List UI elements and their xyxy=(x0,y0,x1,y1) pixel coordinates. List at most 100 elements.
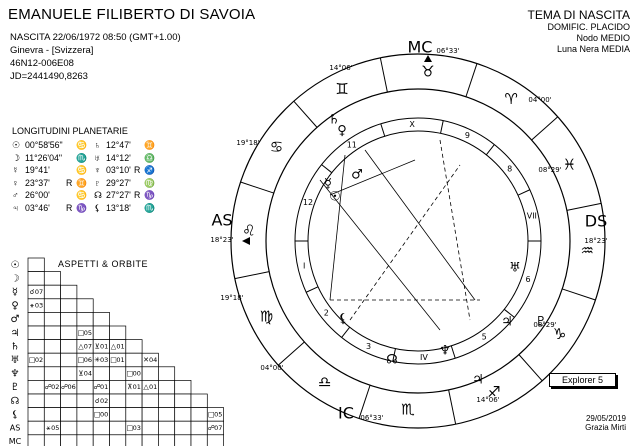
aspect-cell xyxy=(43,393,61,408)
software-badge: Explorer 5 xyxy=(548,373,616,387)
sign-boundary xyxy=(465,63,478,97)
aspect-cell xyxy=(76,434,94,446)
aspect-cell xyxy=(125,339,143,354)
aspect-row-label: ☊ xyxy=(11,396,20,407)
aspect-grid: ☉☽☿♀♂♃♄♅♆♇☊⚸ASMC☉☽☿♀♂♃♄♅♆♇☊⚸☌07⚹03□05△07… xyxy=(9,257,224,446)
chart-type: TEMA DI NASCITA xyxy=(527,8,630,22)
aspect-cell xyxy=(190,434,208,446)
sign-glyph: ♋ xyxy=(76,190,87,200)
retro-flag: R xyxy=(134,190,141,200)
aspect-symbol: △ xyxy=(78,342,84,350)
mc-label: MC xyxy=(408,38,433,57)
lilith-type: Luna Nera MEDIA xyxy=(556,44,630,54)
sign-boundary xyxy=(562,288,596,301)
zodiac-inner-ring xyxy=(265,88,571,394)
ds-degree: 18°23' xyxy=(584,237,607,245)
cusp-degree-label: 14°06' xyxy=(476,396,499,404)
longitude-value: 13°18' xyxy=(106,202,131,213)
aspect-line xyxy=(364,149,476,301)
sign-boundary xyxy=(566,202,602,211)
aspect-orb: 05 xyxy=(84,329,92,337)
aspect-orb: 01 xyxy=(149,383,157,391)
aspect-cell xyxy=(27,271,45,286)
cusp-degree-label: 04°00' xyxy=(528,96,551,104)
planet-glyph: ♂ xyxy=(12,190,19,200)
planet-glyph: ♄ xyxy=(94,140,101,150)
aspect-cell xyxy=(43,325,61,340)
aspect-symbol: ⊼ xyxy=(127,383,132,391)
aspect-row-label: ☽ xyxy=(11,273,20,284)
zodiac-sign-glyph: ♍ xyxy=(260,307,273,325)
planet-glyph: ⚸ xyxy=(338,312,348,327)
house-cusp xyxy=(440,120,444,134)
aspect-row-label: ♅ xyxy=(11,355,20,366)
aspect-cell xyxy=(76,312,94,327)
house-number: I xyxy=(303,261,305,270)
house-number: 6 xyxy=(525,275,530,284)
cusp-degree-label: 08°29' xyxy=(538,166,561,174)
aspect-cell xyxy=(27,420,45,436)
zodiac-sign-glyph: ♊ xyxy=(335,80,348,98)
planet-glyph: ☿ xyxy=(12,165,19,175)
longitude-value: 29°27' xyxy=(106,177,131,188)
aspect-cell xyxy=(43,407,61,422)
aspect-cell xyxy=(109,420,127,436)
sign-boundary xyxy=(358,385,371,419)
sign-boundary xyxy=(518,354,543,382)
aspect-line xyxy=(439,139,471,321)
longitude-value: 19°41' xyxy=(25,165,50,175)
aspect-cell xyxy=(60,407,78,422)
sign-boundary xyxy=(234,271,270,280)
house-number: 5 xyxy=(482,332,487,341)
aspect-row-label: ♆ xyxy=(11,369,20,380)
longitude-value: 12°47' xyxy=(106,140,131,150)
mc-arrow xyxy=(424,55,432,62)
aspect-cell xyxy=(174,434,192,446)
aspect-cell xyxy=(27,325,45,340)
aspect-cell xyxy=(43,298,61,313)
aspect-cell xyxy=(43,434,61,446)
aspect-symbol: ✕ xyxy=(143,356,149,364)
aspect-cell xyxy=(60,339,78,354)
planet-glyph: ♇ xyxy=(94,177,101,188)
aspect-cell xyxy=(60,325,78,340)
aspect-symbol: □ xyxy=(110,356,117,364)
aspect-cell xyxy=(43,339,61,354)
mc-degree: 06°33' xyxy=(436,47,459,55)
sign-glyph: ♋ xyxy=(76,165,87,175)
aspect-cell xyxy=(174,420,192,436)
aspect-cell xyxy=(60,312,78,327)
house-cusp xyxy=(503,308,515,318)
aspect-orb: 07 xyxy=(214,424,222,432)
zodiac-sign-glyph: ♒ xyxy=(580,241,593,259)
aspect-cell xyxy=(109,380,127,395)
cusp-degree-label: 19°18' xyxy=(220,294,243,302)
aspect-cell xyxy=(27,407,45,422)
birth-place: Ginevra - [Svizzera] xyxy=(10,45,94,56)
aspect-symbol: ⚹ xyxy=(46,424,51,432)
planet-glyph: ♅ xyxy=(509,261,521,276)
aspect-cell xyxy=(125,352,143,368)
aspect-symbol: □ xyxy=(78,329,85,337)
house-number: 3 xyxy=(366,342,371,351)
retro-flag: R xyxy=(134,165,141,175)
aspect-orb: 01 xyxy=(133,383,141,391)
aspect-symbol: ☍ xyxy=(45,383,52,391)
planet-glyph: ♀ xyxy=(337,124,347,139)
ds-label: DS xyxy=(585,212,607,231)
sign-boundary xyxy=(240,181,274,194)
sign-glyph: ♏ xyxy=(144,202,155,213)
footer-credits: 29/05/2019 Grazia Mirti xyxy=(585,414,626,432)
aspect-orb: 03 xyxy=(100,356,108,364)
sign-boundary xyxy=(448,389,457,425)
as-degree: 18°23' xyxy=(210,236,233,244)
aspect-cell xyxy=(158,420,176,436)
aspect-line xyxy=(329,154,346,301)
aspect-cell xyxy=(43,312,61,327)
longitude-value: 00°58'56" xyxy=(25,140,63,150)
aspect-orb: 05 xyxy=(51,424,59,432)
aspect-cell xyxy=(27,380,45,395)
aspect-cell xyxy=(76,298,94,313)
planet-glyph: ♃ xyxy=(12,202,19,213)
chart-title: EMANUELE FILIBERTO DI SAVOIA xyxy=(8,6,256,23)
